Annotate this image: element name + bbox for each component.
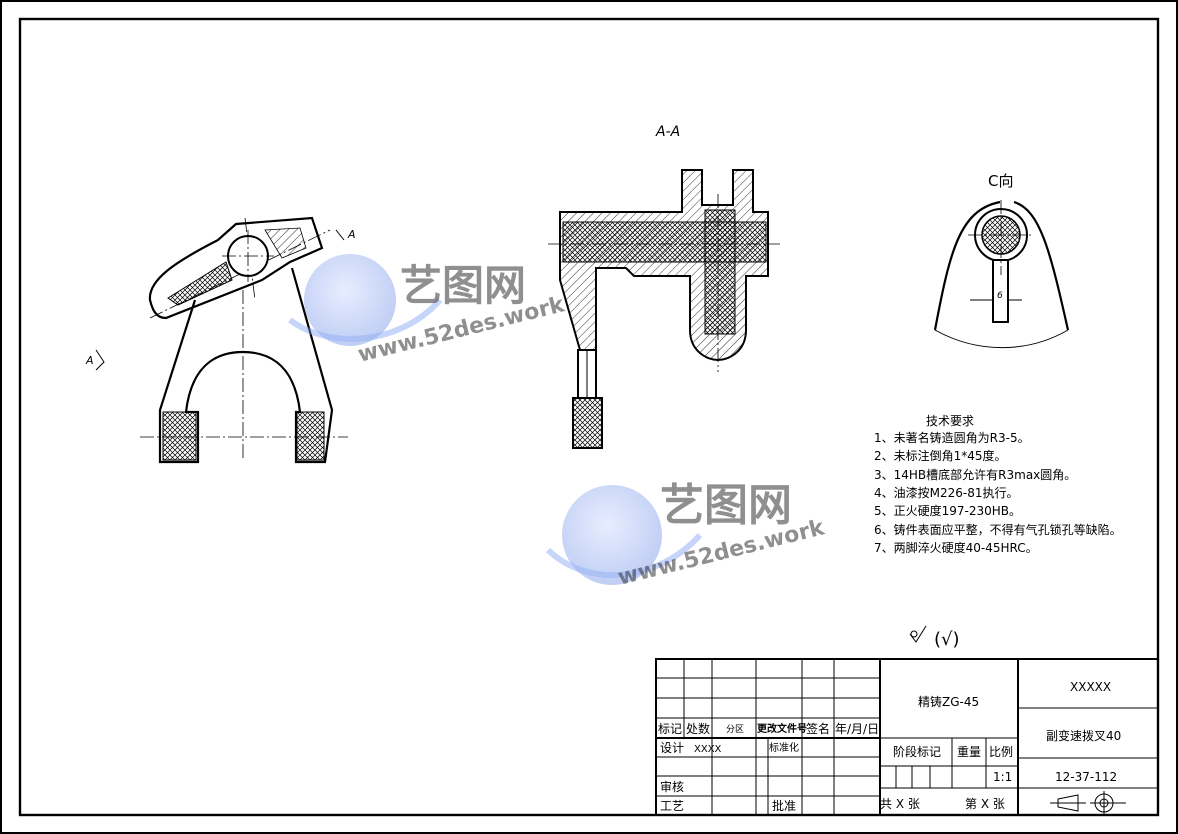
inner-frame bbox=[18, 17, 1160, 817]
tb-part-name: 副变速拨叉40 bbox=[1046, 728, 1121, 743]
tb-design-label: 设计 bbox=[660, 741, 684, 755]
tb-company: XXXXX bbox=[1070, 680, 1111, 694]
front-view: A A bbox=[85, 216, 356, 464]
tb-header-zone: 分区 bbox=[726, 724, 744, 735]
tb-scale-value: 1:1 bbox=[993, 770, 1012, 784]
roughness-symbol: (√) bbox=[909, 625, 960, 650]
tb-scale: 比例 bbox=[989, 745, 1013, 759]
tech-item-1: 1、未著名铸造圆角为R3-5。 bbox=[874, 430, 1030, 445]
tech-item-7: 7、两脚淬火硬度40-45HRC。 bbox=[874, 540, 1038, 555]
tb-stage-mark: 阶段标记 bbox=[893, 744, 941, 759]
watermark-upper: 艺图网 www.52des.work bbox=[288, 254, 568, 368]
tb-total-sheets: 共 X 张 bbox=[880, 797, 920, 811]
tech-item-6: 6、铸件表面应平整，不得有气孔锁孔等缺陷。 bbox=[874, 522, 1122, 537]
tb-review-label: 审核 bbox=[660, 779, 684, 794]
tech-item-4: 4、油漆按M226-81执行。 bbox=[874, 486, 1019, 500]
roughness-note: (√) bbox=[934, 629, 960, 650]
projection-symbol-icon bbox=[1050, 791, 1126, 815]
tb-approve-label: 批准 bbox=[772, 798, 796, 813]
section-title: A-A bbox=[655, 124, 680, 140]
view-c-title: C向 bbox=[988, 172, 1013, 190]
dim-c-view: 6 bbox=[997, 291, 1003, 301]
tech-item-3: 3、14HB槽底部允许有R3max圆角。 bbox=[874, 467, 1076, 482]
watermark-globe-icon-2 bbox=[562, 485, 662, 585]
watermark-brand-upper: 艺图网 bbox=[400, 261, 526, 310]
tech-item-2: 2、未标注倒角1*45度。 bbox=[874, 448, 1007, 463]
tb-header-count: 处数 bbox=[686, 721, 710, 736]
tb-header-date: 年/月/日 bbox=[835, 722, 879, 736]
tb-designer: XXXX bbox=[694, 744, 722, 755]
tb-material: 精铸ZG-45 bbox=[918, 694, 979, 709]
tb-weight: 重量 bbox=[957, 745, 981, 759]
tb-header-signature: 签名 bbox=[806, 721, 830, 736]
watermark-globe-icon bbox=[304, 254, 396, 346]
tech-title: 技术要求 bbox=[926, 414, 974, 428]
section-view-a-a: A-A bbox=[548, 124, 780, 449]
tb-drawing-no: 12-37-112 bbox=[1055, 770, 1117, 784]
tb-standardize: 标准化 bbox=[769, 741, 799, 754]
section-mark-a-left: A bbox=[85, 354, 94, 367]
view-c: C向 6 bbox=[933, 172, 1070, 349]
tb-sheet-no: 第 X 张 bbox=[965, 797, 1005, 811]
title-block: 标记 处数 分区 更改文件号 签名 年/月/日 设计 XXXX 标准化 审核 工… bbox=[655, 658, 1159, 816]
watermark-brand-lower: 艺图网 bbox=[660, 480, 792, 531]
watermark-lower: 艺图网 www.52des.work bbox=[545, 480, 828, 591]
tech-requirements: 技术要求 1、未著名铸造圆角为R3-5。 2、未标注倒角1*45度。 3、14H… bbox=[874, 414, 1122, 555]
tb-header-change-doc: 更改文件号 bbox=[757, 722, 807, 735]
tech-item-5: 5、正火硬度197-230HB。 bbox=[874, 503, 1021, 518]
tb-process-label: 工艺 bbox=[660, 799, 684, 813]
tb-header-mark: 标记 bbox=[658, 722, 682, 736]
section-mark-a-right: A bbox=[347, 228, 356, 241]
